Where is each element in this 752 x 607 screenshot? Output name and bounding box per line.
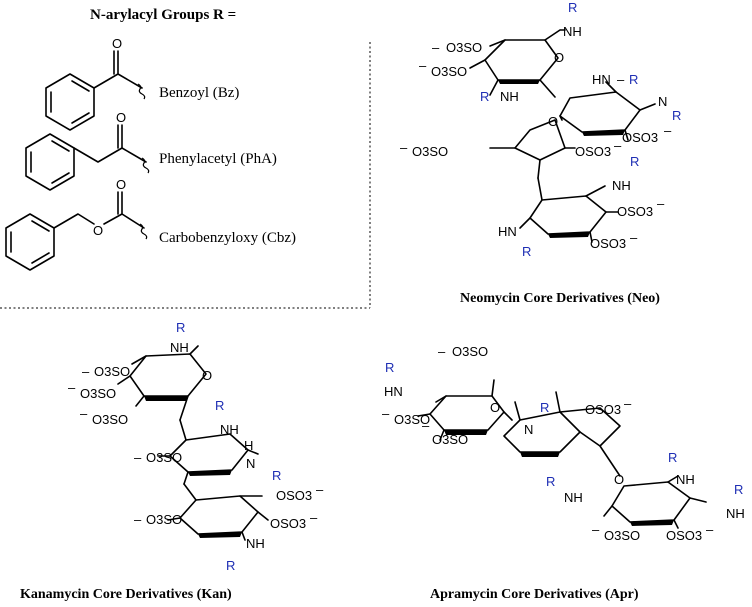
svg-text:O3SO: O3SO [432, 432, 468, 447]
svg-text:–: – [134, 450, 142, 465]
kanamycin-structure: O [117, 345, 269, 541]
kanamycin-caption: Kanamycin Core Derivatives (Kan) [20, 587, 232, 602]
svg-text:O: O [614, 472, 624, 487]
svg-text:–: – [419, 58, 427, 73]
svg-text:–: – [82, 364, 90, 379]
svg-text:–: – [614, 138, 622, 153]
svg-text:R: R [630, 154, 639, 169]
svg-text:NH: NH [220, 422, 239, 437]
svg-text:N: N [658, 94, 667, 109]
svg-text:–: – [310, 510, 318, 525]
svg-text:O3SO: O3SO [80, 386, 116, 401]
apramycin-structure: O [417, 379, 707, 529]
apramycin-caption: Apramycin Core Derivatives (Apr) [430, 587, 639, 602]
phenylacetyl-carbonyl-o: O [116, 110, 126, 125]
svg-text:–: – [68, 380, 76, 395]
svg-text:N: N [246, 456, 255, 471]
neomycin-structure: O O [469, 29, 656, 243]
svg-text:NH: NH [246, 536, 265, 551]
svg-text:O3SO: O3SO [431, 64, 467, 79]
svg-text:NH: NH [500, 89, 519, 104]
svg-text:N: N [524, 422, 533, 437]
svg-text:O3SO: O3SO [394, 412, 430, 427]
svg-text:R: R [385, 360, 394, 375]
svg-text:NH: NH [726, 506, 745, 521]
svg-text:–: – [657, 196, 665, 211]
svg-text:–: – [80, 406, 88, 421]
panel-title: N-arylacyl Groups R = [90, 7, 236, 23]
svg-text:OSO3: OSO3 [585, 402, 621, 417]
cbz-structure: O O [5, 177, 148, 271]
svg-text:HN: HN [498, 224, 517, 239]
svg-text:R: R [734, 482, 743, 497]
svg-text:NH: NH [170, 340, 189, 355]
svg-text:–: – [316, 482, 324, 497]
cbz-carbonyl-o: O [116, 177, 126, 192]
phenylacetyl-structure: O [25, 110, 150, 191]
svg-text:O3SO: O3SO [452, 344, 488, 359]
svg-text:–: – [432, 40, 440, 55]
svg-text:OSO3: OSO3 [590, 236, 626, 251]
svg-text:–: – [438, 344, 446, 359]
neomycin-caption: Neomycin Core Derivatives (Neo) [460, 291, 660, 306]
svg-text:–: – [706, 522, 714, 537]
svg-text:O3SO: O3SO [146, 450, 182, 465]
svg-text:H: H [244, 438, 253, 453]
svg-text:OSO3: OSO3 [666, 528, 702, 543]
phenylacetyl-label: Phenylacetyl (PhA) [159, 151, 277, 167]
svg-text:R: R [480, 89, 489, 104]
svg-text:–: – [382, 406, 390, 421]
svg-text:OSO3: OSO3 [622, 130, 658, 145]
svg-text:O: O [490, 400, 500, 415]
svg-text:O3SO: O3SO [446, 40, 482, 55]
benzoyl-structure: O [45, 36, 146, 131]
svg-text:O: O [554, 50, 564, 65]
svg-text:R: R [226, 558, 235, 573]
kanamycin-labels: R NH – O3SO – O3SO – O3SO R NH H N R – O… [68, 320, 324, 573]
svg-text:OSO3: OSO3 [575, 144, 611, 159]
svg-text:O: O [548, 114, 558, 129]
svg-text:O3SO: O3SO [94, 364, 130, 379]
svg-text:OSO3: OSO3 [617, 204, 653, 219]
svg-text:–: – [400, 140, 408, 155]
svg-text:R: R [672, 108, 681, 123]
svg-text:–: – [630, 230, 638, 245]
svg-text:–: – [624, 396, 632, 411]
svg-text:NH: NH [563, 24, 582, 39]
svg-text:NH: NH [564, 490, 583, 505]
svg-text:R: R [176, 320, 185, 335]
svg-text:–: – [592, 522, 600, 537]
benzoyl-carbonyl-o: O [112, 36, 122, 51]
svg-text:R: R [629, 72, 638, 87]
svg-text:OSO3: OSO3 [270, 516, 306, 531]
svg-text:–: – [664, 123, 672, 138]
svg-text:NH: NH [676, 472, 695, 487]
benzoyl-label: Benzoyl (Bz) [159, 85, 239, 101]
svg-text:R: R [546, 474, 555, 489]
svg-text:R: R [540, 400, 549, 415]
svg-text:NH: NH [612, 178, 631, 193]
cbz-label: Carbobenzyloxy (Cbz) [159, 230, 296, 246]
svg-text:HN: HN [592, 72, 611, 87]
apramycin-labels: – O3SO R HN – O3SO – O3SO R N OSO3 – R N… [382, 344, 745, 543]
svg-text:R: R [215, 398, 224, 413]
svg-text:–: – [617, 72, 625, 87]
svg-text:O3SO: O3SO [92, 412, 128, 427]
svg-text:O3SO: O3SO [146, 512, 182, 527]
svg-text:R: R [272, 468, 281, 483]
svg-text:O3SO: O3SO [412, 144, 448, 159]
svg-text:HN: HN [384, 384, 403, 399]
svg-text:–: – [134, 512, 142, 527]
svg-text:OSO3: OSO3 [276, 488, 312, 503]
svg-text:O3SO: O3SO [604, 528, 640, 543]
svg-text:R: R [668, 450, 677, 465]
svg-text:R: R [568, 0, 577, 15]
svg-text:–: – [422, 418, 430, 433]
neomycin-labels: R NH – O3SO – O3SO R NH HN – R N R OSO3 … [400, 0, 681, 259]
svg-text:R: R [522, 244, 531, 259]
svg-text:O: O [202, 368, 212, 383]
cbz-ester-o: O [93, 223, 103, 238]
